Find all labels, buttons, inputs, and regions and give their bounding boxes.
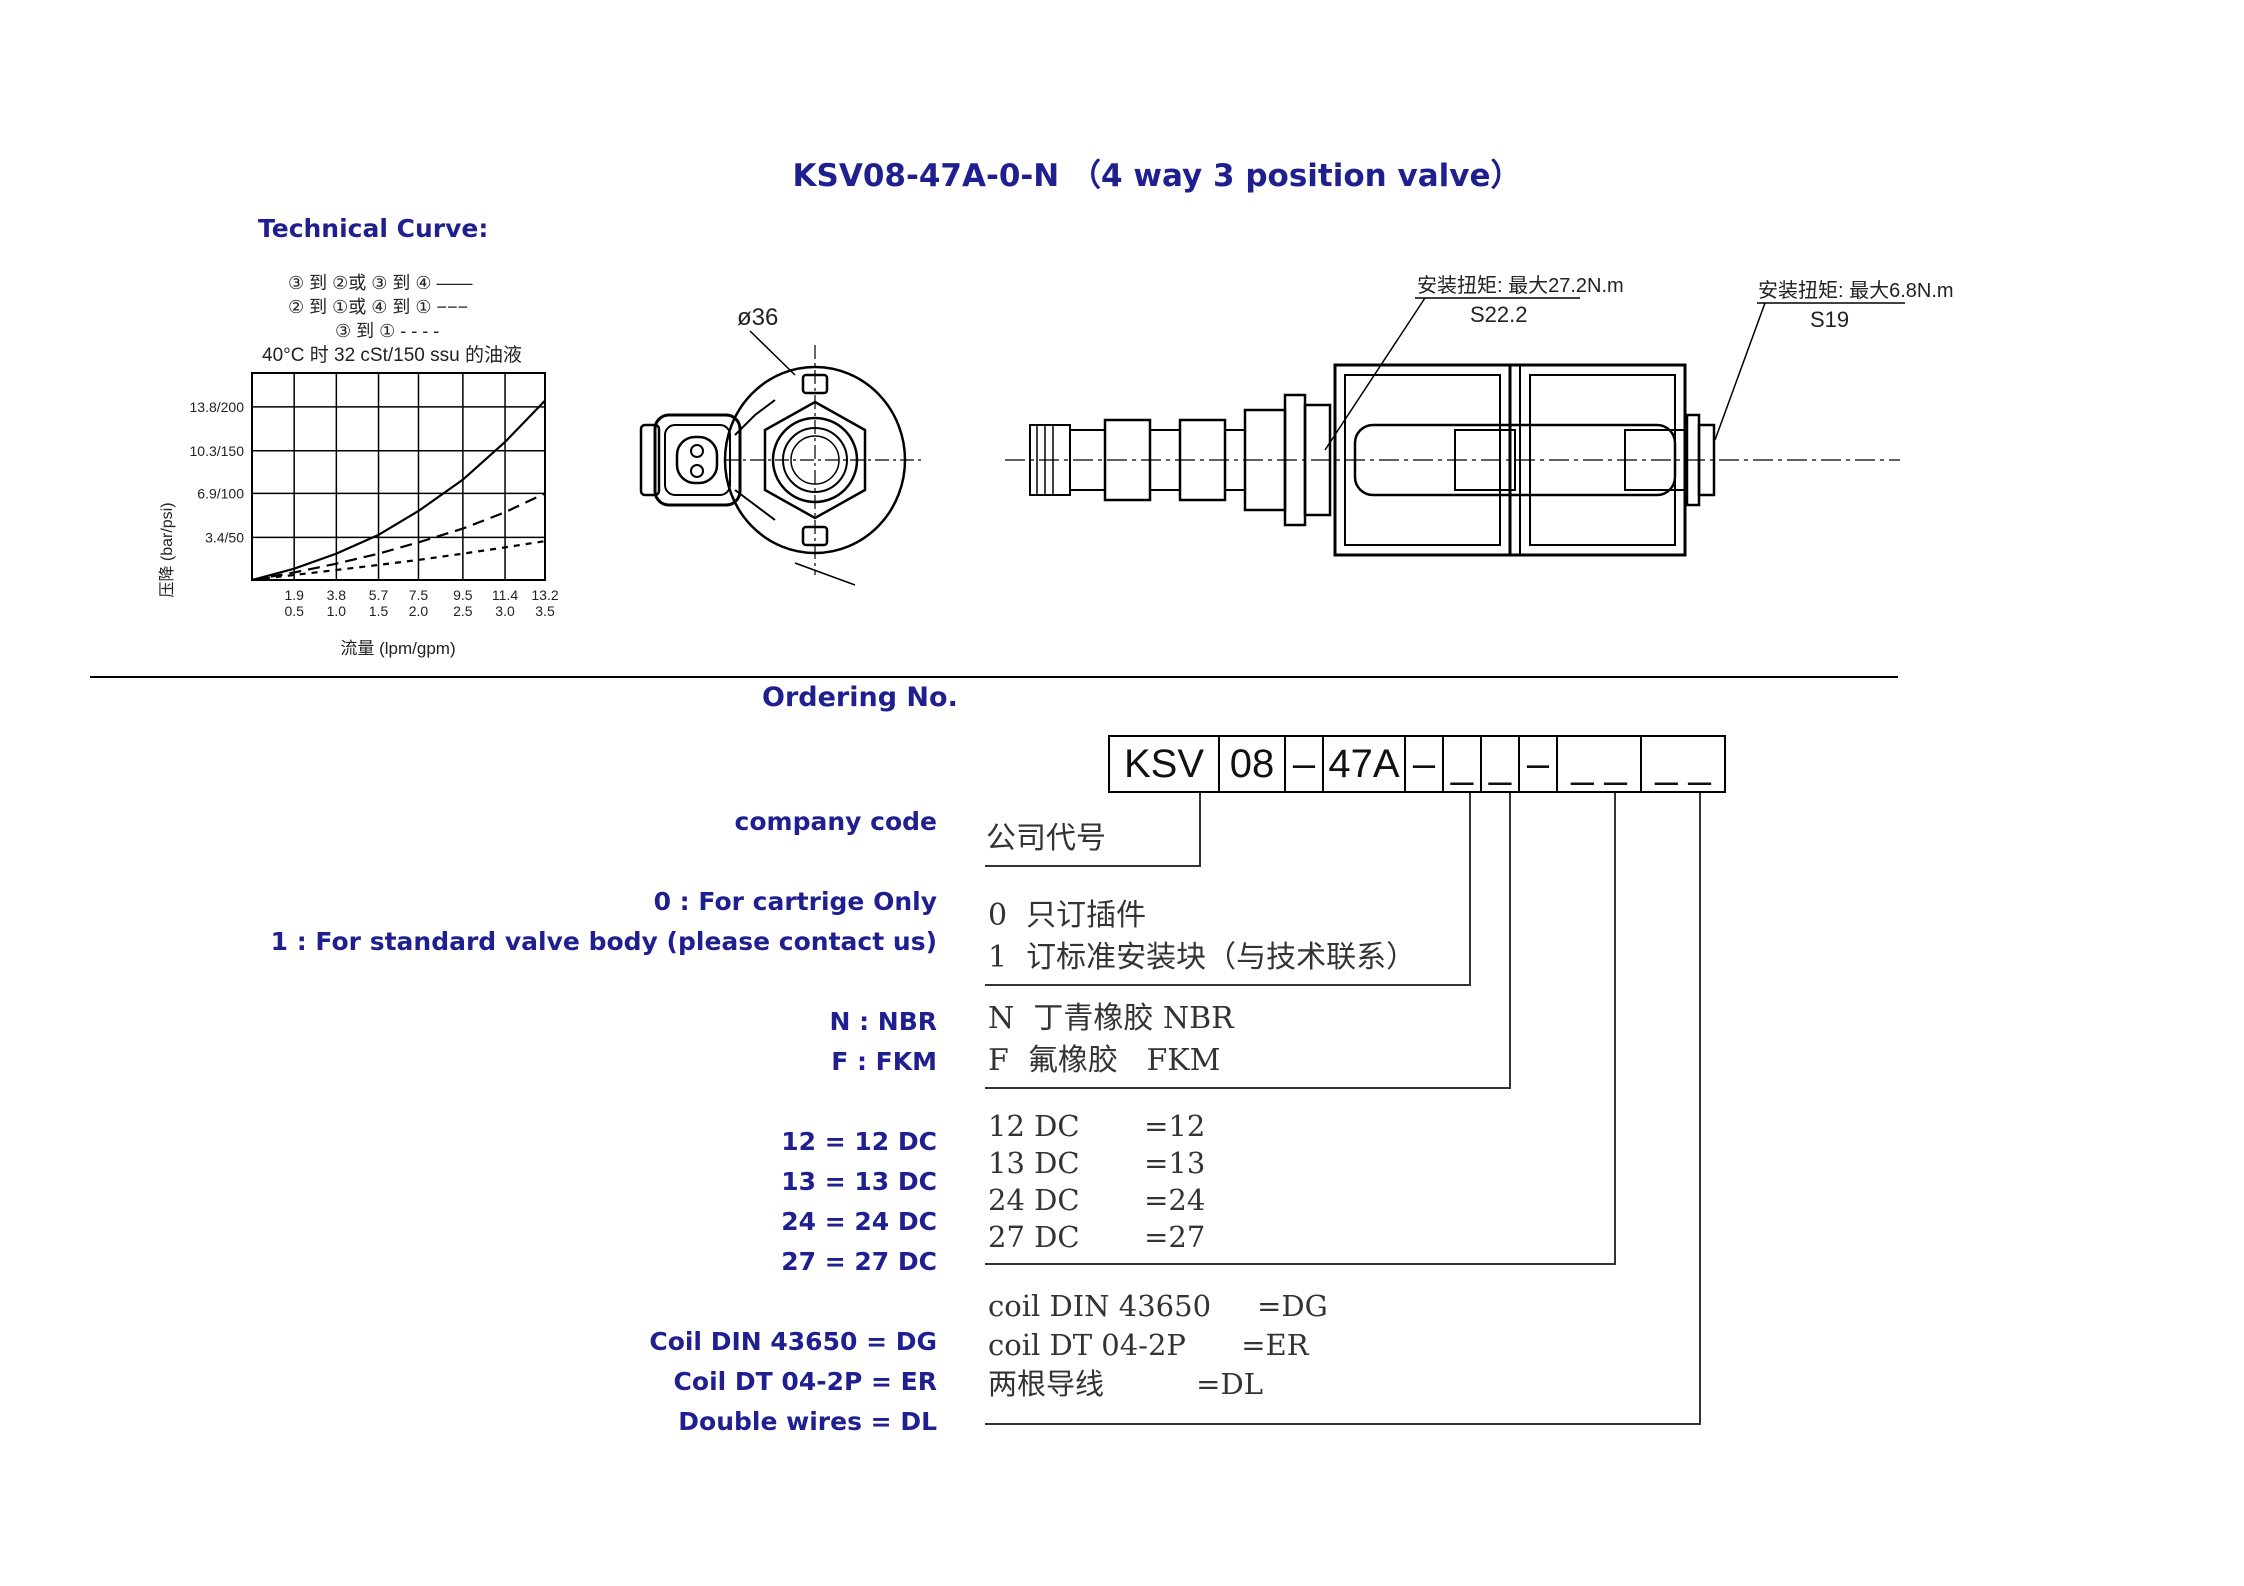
x-tick-label: 1.5 — [369, 603, 389, 619]
legend-line-1: ③ 到 ②或 ③ 到 ④ —— — [288, 273, 473, 293]
code-box-coil: _ _ — [1640, 735, 1726, 793]
coil-code-er: coil DT 04-2P =ER — [988, 1328, 1309, 1362]
y-tick-label: 13.8/200 — [190, 399, 245, 415]
y-tick-label: 6.9/100 — [197, 485, 244, 501]
wrench-size-1: S22.2 — [1470, 302, 1528, 327]
coil-code-dg: coil DIN 43650 =DG — [988, 1289, 1328, 1323]
voltage-option-12: 12 = 12 DC — [781, 1127, 937, 1156]
coil-code-dl: 两根导线 =DL — [988, 1367, 1263, 1401]
x-tick-label: 3.0 — [495, 603, 515, 619]
cartridge-option-1: 1 : For standard valve body (please cont… — [270, 927, 937, 956]
x-tick-label: 9.5 — [453, 587, 473, 603]
plot-frame — [251, 372, 546, 581]
coil-option-dg: Coil DIN 43650 = DG — [649, 1327, 937, 1356]
torque-label-1: 安装扭矩: 最大27.2N.m — [1417, 274, 1624, 297]
torque-label-2: 安装扭矩: 最大6.8N.m — [1758, 279, 1954, 302]
cartridge-option-0: 0 : For cartrige Only — [653, 887, 937, 916]
cartridge-cn-0: 0 只订插件 — [988, 898, 1147, 933]
technical-curve-label: Technical Curve: — [258, 214, 489, 243]
seal-cn-f: F 氟橡胶 FKM — [988, 1043, 1221, 1078]
x-tick-label: 5.7 — [369, 587, 389, 603]
code-box-model: 47A — [1322, 735, 1406, 793]
x-tick-label: 13.2 — [531, 587, 558, 603]
voltage-option-27: 27 = 27 DC — [781, 1247, 937, 1276]
series-line-dashed — [251, 492, 546, 582]
x-tick-label: 3.5 — [535, 603, 555, 619]
x-tick-labels: 1.90.5 3.81.0 5.71.5 7.52.0 9.52.5 11.43.0 13.… — [284, 587, 558, 619]
coil-option-dl: Double wires = DL — [678, 1407, 937, 1436]
x-tick-label: 11.4 — [492, 587, 518, 603]
voltage-option-13: 13 = 13 DC — [781, 1167, 937, 1196]
y-tick-labels: 3.4/50 6.9/100 10.3/150 13.8/200 — [190, 399, 245, 545]
technical-curve-chart: ③ 到 ②或 ③ 到 ④ —— ② 到 ①或 ④ 到 ① −−− ③ 到 ① -… — [158, 273, 559, 658]
company-code-cn: 公司代号 — [986, 821, 1106, 856]
diameter-label: ø36 — [737, 304, 778, 331]
y-axis-label: 压降 (bar/psi) — [158, 502, 176, 597]
chart-condition: 40°C 时 32 cSt/150 ssu 的油液 — [262, 344, 522, 366]
legend-line-3: ③ 到 ① - - - - — [335, 321, 439, 341]
y-tick-label: 3.4/50 — [205, 529, 244, 545]
valve-end-view-drawing: ø36 — [639, 304, 925, 586]
x-axis-label: 流量 (lpm/gpm) — [340, 639, 455, 658]
series-line-dotted — [251, 540, 546, 582]
voltage-code-12: 12 DC =12 — [988, 1109, 1206, 1143]
seal-option-n: N : NBR — [829, 1007, 937, 1036]
cartridge-cn-1: 1 订标准安装块（与技术联系） — [988, 940, 1417, 975]
code-box-size: 08 — [1218, 735, 1286, 793]
chart-series — [251, 399, 546, 582]
x-tick-label: 7.5 — [409, 587, 429, 603]
code-box-voltage: _ _ — [1556, 735, 1642, 793]
seal-cn-n: N 丁青橡胶 NBR — [988, 1001, 1234, 1036]
x-tick-label: 3.8 — [327, 587, 347, 603]
company-code-label: company code — [734, 807, 937, 836]
valve-side-view-drawing: 安装扭矩: 最大27.2N.m S22.2 安装扭矩: 最大6.8N.m S19 — [1005, 274, 1954, 557]
coil-option-er: Coil DT 04-2P = ER — [673, 1367, 937, 1396]
x-tick-label: 1.9 — [284, 587, 304, 603]
y-tick-label: 10.3/150 — [190, 443, 245, 459]
x-tick-label: 2.5 — [453, 603, 473, 619]
section-divider — [90, 676, 1898, 678]
x-tick-label: 0.5 — [284, 603, 304, 619]
seal-option-f: F : FKM — [831, 1047, 937, 1076]
voltage-code-27: 27 DC =27 — [988, 1220, 1206, 1254]
chart-grid — [251, 372, 546, 581]
wrench-size-2: S19 — [1810, 307, 1849, 332]
x-tick-label: 2.0 — [409, 603, 429, 619]
ordering-number-label: Ordering No. — [762, 682, 958, 713]
page-title: KSV08-47A-0-N （4 way 3 position valve） — [792, 158, 1522, 194]
voltage-option-24: 24 = 24 DC — [781, 1207, 937, 1236]
voltage-code-24: 24 DC =24 — [988, 1183, 1206, 1217]
legend-line-2: ② 到 ①或 ④ 到 ① −−− — [288, 297, 468, 317]
voltage-code-13: 13 DC =13 — [988, 1146, 1206, 1180]
series-line-solid — [251, 399, 546, 582]
x-tick-label: 1.0 — [327, 603, 347, 619]
